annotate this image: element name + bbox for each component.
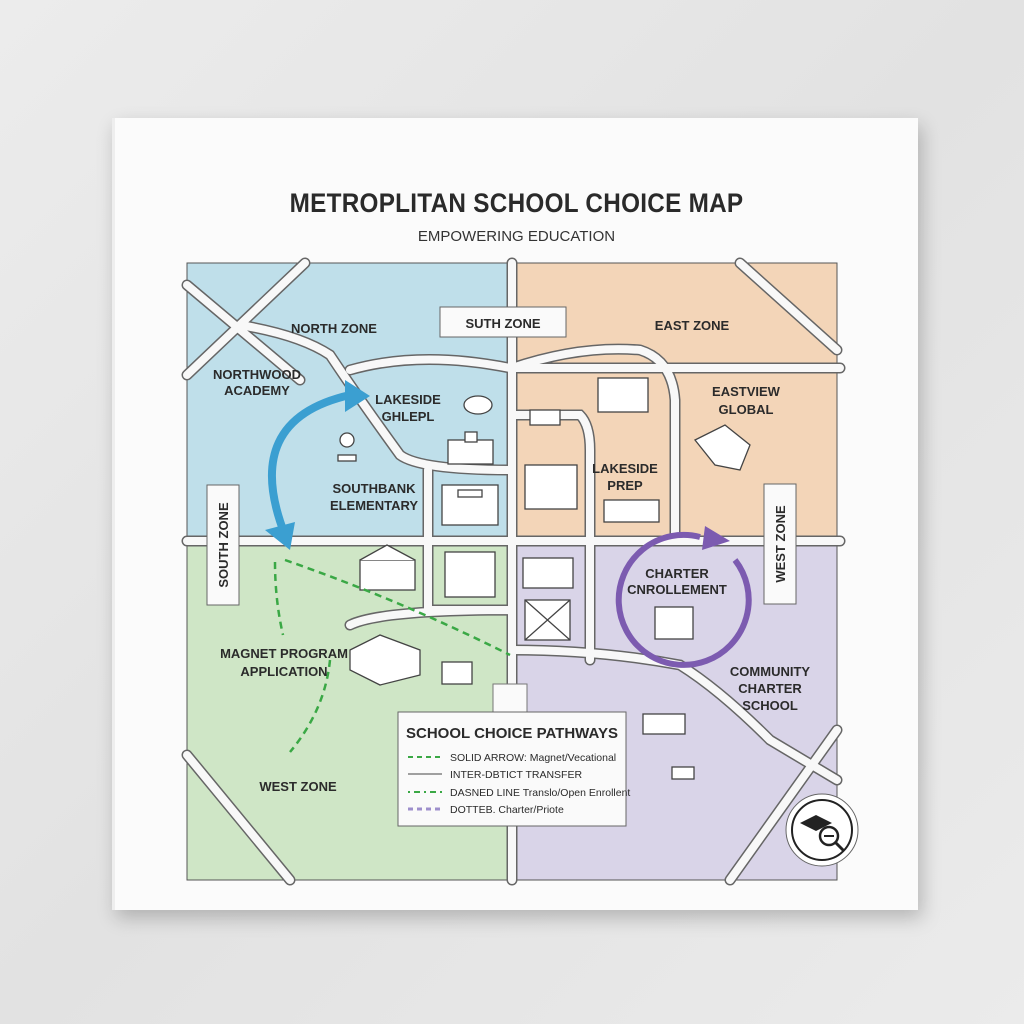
svg-text:GHLEPL: GHLEPL (382, 409, 435, 424)
svg-text:SOUTH ZONE: SOUTH ZONE (216, 502, 231, 588)
svg-text:ELEMENTARY: ELEMENTARY (330, 498, 418, 513)
svg-text:EASTVIEW: EASTVIEW (712, 384, 781, 399)
legend-item: DOTTEB. Charter/Priote (450, 804, 564, 816)
cloud-icon (463, 395, 493, 415)
school-building-icon (524, 464, 578, 510)
school-building-icon (524, 599, 571, 641)
svg-text:SOUTHBANK: SOUTHBANK (332, 481, 416, 496)
svg-text:COMMUNITY: COMMUNITY (730, 664, 810, 679)
svg-text:LAKESIDE: LAKESIDE (592, 461, 658, 476)
green-dashed-path (289, 659, 332, 753)
school-building-icon (447, 431, 494, 465)
house-icon (359, 544, 416, 591)
svg-text:ACADEMY: ACADEMY (224, 383, 290, 398)
svg-text:EAST ZONE: EAST ZONE (655, 318, 730, 333)
svg-text:NORTH ZONE: NORTH ZONE (291, 321, 377, 336)
legend-item: DASNED LINE Translo/Open Enrollent (450, 787, 630, 799)
zone-sign-west-side: WEST ZONE (763, 483, 797, 605)
svg-text:WEST ZONE: WEST ZONE (259, 779, 337, 794)
school-building-icon (693, 424, 751, 471)
school-building-icon (522, 557, 574, 589)
tree-icon (337, 432, 357, 462)
purple-charter-loop (615, 532, 752, 668)
house-icon (441, 661, 473, 685)
school-building-icon (597, 377, 649, 413)
svg-text:LAKESIDE: LAKESIDE (375, 392, 441, 407)
blue-transfer-arrow (268, 391, 351, 537)
school-building-icon (654, 606, 694, 640)
svg-text:CNROLLEMENT: CNROLLEMENT (627, 582, 727, 597)
svg-text:CHARTER: CHARTER (738, 681, 802, 696)
svg-text:MAGNET PROGRAM: MAGNET PROGRAM (220, 646, 348, 661)
building-icons (337, 377, 751, 780)
svg-text:WEST ZONE: WEST ZONE (773, 505, 788, 583)
small-school-icon (671, 766, 695, 780)
legend-title: SCHOOL CHOICE PATHWAYS (406, 725, 618, 742)
svg-text:PREP: PREP (607, 478, 643, 493)
pathway-arrows (265, 380, 752, 753)
school-building-icon (603, 499, 660, 523)
graduation-cap-search-icon (785, 793, 859, 867)
page-subtitle: EMPOWERING EDUCATION (417, 228, 616, 245)
green-dashed-path (273, 561, 285, 636)
svg-text:SCHOOL: SCHOOL (742, 698, 798, 713)
house-icon (529, 409, 561, 426)
svg-text:SUTH ZONE: SUTH ZONE (465, 316, 540, 331)
svg-text:GLOBAL: GLOBAL (719, 402, 774, 417)
legend: SCHOOL CHOICE PATHWAYS SOLID ARROW: Magn… (397, 683, 630, 827)
svg-text:CHARTER: CHARTER (645, 566, 709, 581)
zone-sign-south-top: SUTH ZONE (439, 306, 567, 338)
page-title: METROPLITAN SCHOOL CHOICE MAP (289, 188, 744, 218)
school-building-icon (441, 484, 499, 526)
school-building-icon (444, 551, 496, 598)
school-building-icon (349, 634, 421, 686)
legend-item: SOLID ARROW: Magnet/Vecational (450, 752, 616, 764)
blue-arrowhead (265, 380, 370, 550)
map-labels: NORTH ZONE EAST ZONE WEST ZONE NORTHWOOD… (213, 318, 810, 794)
legend-item: INTER-DBTICT TRANSFER (450, 769, 582, 781)
purple-arrowhead (702, 526, 730, 550)
svg-text:NORTHWOOD: NORTHWOOD (213, 367, 301, 382)
zone-sign-south-side: SOUTH ZONE (206, 484, 240, 606)
green-dashed-path (284, 558, 511, 657)
school-building-icon (642, 713, 686, 735)
svg-text:APPLICATION: APPLICATION (240, 664, 327, 679)
